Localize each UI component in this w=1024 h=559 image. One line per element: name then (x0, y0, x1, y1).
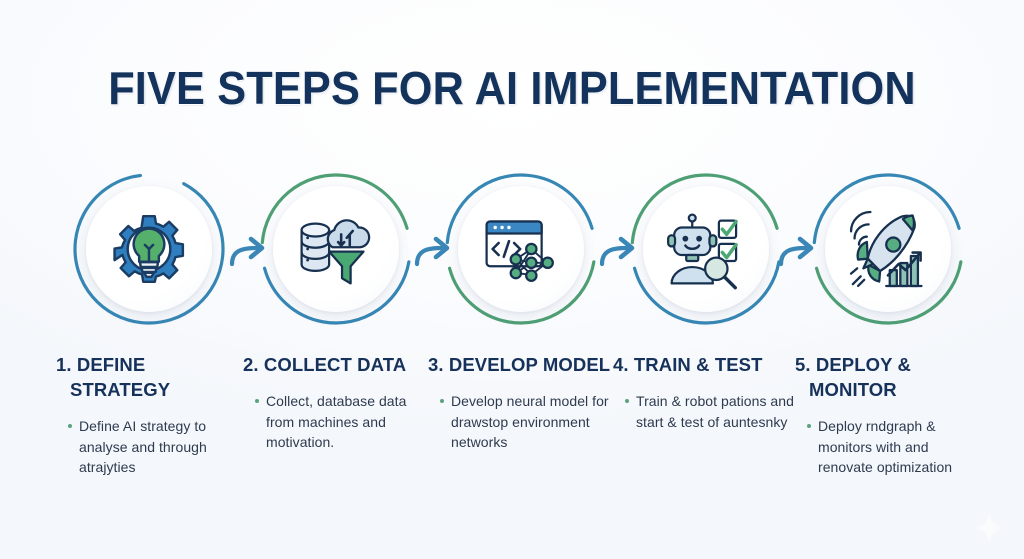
step-1-bullet-text: Define AI strategy to analyse and throug… (79, 418, 207, 475)
step-1-heading: 1. DEFINE STRATEGY (56, 354, 171, 400)
step-4-circle (625, 168, 787, 330)
robot-checklist-magnifier-icon (643, 186, 769, 312)
step-5-bullet-row: Deploy rndgraph & monitors with and reno… (795, 416, 981, 478)
arrow-step-3-to-4-icon (599, 236, 635, 267)
step-3-ring (445, 173, 597, 325)
steps-row: 1. DEFINE STRATEGY Define AI strategy to… (0, 168, 1024, 528)
bullet-dot-icon (440, 399, 444, 403)
sparkle-diamond-icon (973, 512, 1005, 544)
step-3-circle (440, 168, 602, 330)
step-2-circle (255, 168, 417, 330)
step-3-bullet-row: Develop neural model for drawstop enviro… (428, 391, 614, 453)
step-1-circle (68, 168, 230, 330)
step-1-ring (73, 173, 225, 325)
database-cloud-funnel-icon (273, 186, 399, 312)
step-4-bullet-text: Train & robot pations and start & test o… (636, 393, 794, 430)
rocket-growth-chart-icon (825, 186, 951, 312)
step-5-ring (812, 173, 964, 325)
step-5-heading: 5. DEPLOY & MONITOR (795, 354, 911, 400)
bullet-dot-icon (255, 399, 259, 403)
step-5-bullet-text: Deploy rndgraph & monitors with and reno… (818, 418, 953, 475)
step-1-bullet-row: Define AI strategy to analyse and throug… (56, 416, 242, 478)
step-item-3[interactable]: 3. DEVELOP MODEL Develop neural model fo… (428, 168, 614, 453)
step-3-heading: 3. DEVELOP MODEL (428, 354, 611, 375)
step-2-disc (273, 186, 399, 312)
step-2-heading: 2. COLLECT DATA (243, 354, 407, 375)
arrow-step-1-to-2-icon (229, 236, 265, 267)
arrow-step-2-to-3-icon (414, 236, 450, 267)
code-window-neural-network-icon (458, 186, 584, 312)
step-item-2[interactable]: 2. COLLECT DATA Collect, database data f… (243, 168, 429, 453)
gear-lightbulb-icon (86, 186, 212, 312)
step-4-heading: 4. TRAIN & TEST (613, 354, 763, 375)
bullet-dot-icon (807, 424, 811, 428)
step-3-bullet-text: Develop neural model for drawstop enviro… (451, 393, 609, 450)
step-item-5[interactable]: 5. DEPLOY & MONITOR Deploy rndgraph & mo… (795, 168, 981, 478)
step-2-bullet-row: Collect, database data from machines and… (243, 391, 429, 453)
step-5-circle (807, 168, 969, 330)
step-4-bullet-row: Train & robot pations and start & test o… (613, 391, 799, 432)
step-2-bullet-text: Collect, database data from machines and… (266, 393, 407, 450)
arrow-step-4-to-5-icon (778, 236, 814, 267)
step-4-ring (630, 173, 782, 325)
step-2-ring (260, 173, 412, 325)
page-title: FIVE STEPS FOR AI IMPLEMENTATION (108, 62, 916, 114)
step-item-1[interactable]: 1. DEFINE STRATEGY Define AI strategy to… (56, 168, 242, 478)
bullet-dot-icon (68, 424, 72, 428)
bullet-dot-icon (625, 399, 629, 403)
step-item-4[interactable]: 4. TRAIN & TEST Train & robot pations an… (613, 168, 799, 432)
